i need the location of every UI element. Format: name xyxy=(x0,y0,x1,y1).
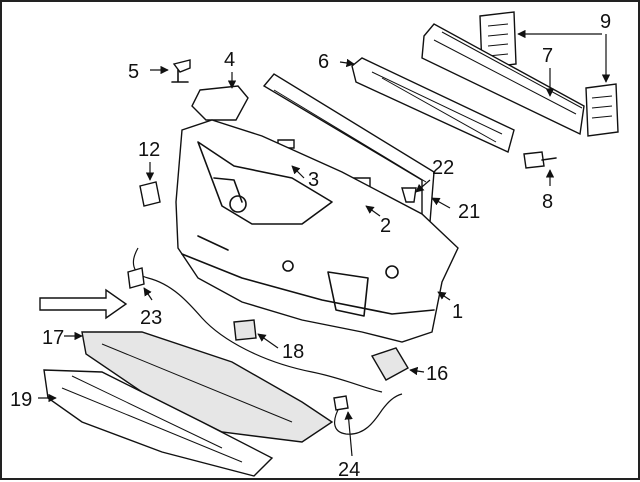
wiring-harness-23-part xyxy=(127,247,383,393)
callout-21: 21 xyxy=(458,201,480,223)
callout-8: 8 xyxy=(542,191,553,213)
callout-1: 1 xyxy=(452,301,463,323)
callout-5: 5 xyxy=(128,61,139,83)
clip-5-part xyxy=(171,59,191,83)
clip-22-part xyxy=(401,187,417,203)
sensor-part xyxy=(139,181,161,207)
callout-16: 16 xyxy=(426,363,448,385)
lower-cover-17-part xyxy=(81,331,334,443)
bumper-cover-part xyxy=(175,119,459,343)
clip-18-part xyxy=(233,319,257,341)
callout-12: 12 xyxy=(138,139,160,161)
callout-18: 18 xyxy=(282,341,304,363)
callout-6: 6 xyxy=(318,51,329,73)
callout-9: 9 xyxy=(600,11,611,33)
callout-19: 19 xyxy=(10,389,32,411)
leader-lines xyxy=(38,29,611,457)
wiring-harness-24-part xyxy=(333,393,403,435)
callout-7: 7 xyxy=(542,45,553,67)
callout-24: 24 xyxy=(338,459,360,481)
callout-17: 17 xyxy=(42,327,64,349)
bracket-right-part xyxy=(585,83,619,137)
callout-22: 22 xyxy=(432,157,454,179)
undercover-19-part xyxy=(43,369,274,477)
absorber-part xyxy=(351,57,515,153)
callout-4: 4 xyxy=(224,49,235,71)
callout-2: 2 xyxy=(380,215,391,237)
callout-3: 3 xyxy=(308,169,319,191)
callout-23: 23 xyxy=(140,307,162,329)
bolt-8-part xyxy=(523,151,557,169)
pointer-arrow xyxy=(39,288,128,320)
reinforcement-part xyxy=(421,23,585,136)
bracket-small-part xyxy=(191,85,249,121)
fog-lamp-part xyxy=(370,347,409,381)
